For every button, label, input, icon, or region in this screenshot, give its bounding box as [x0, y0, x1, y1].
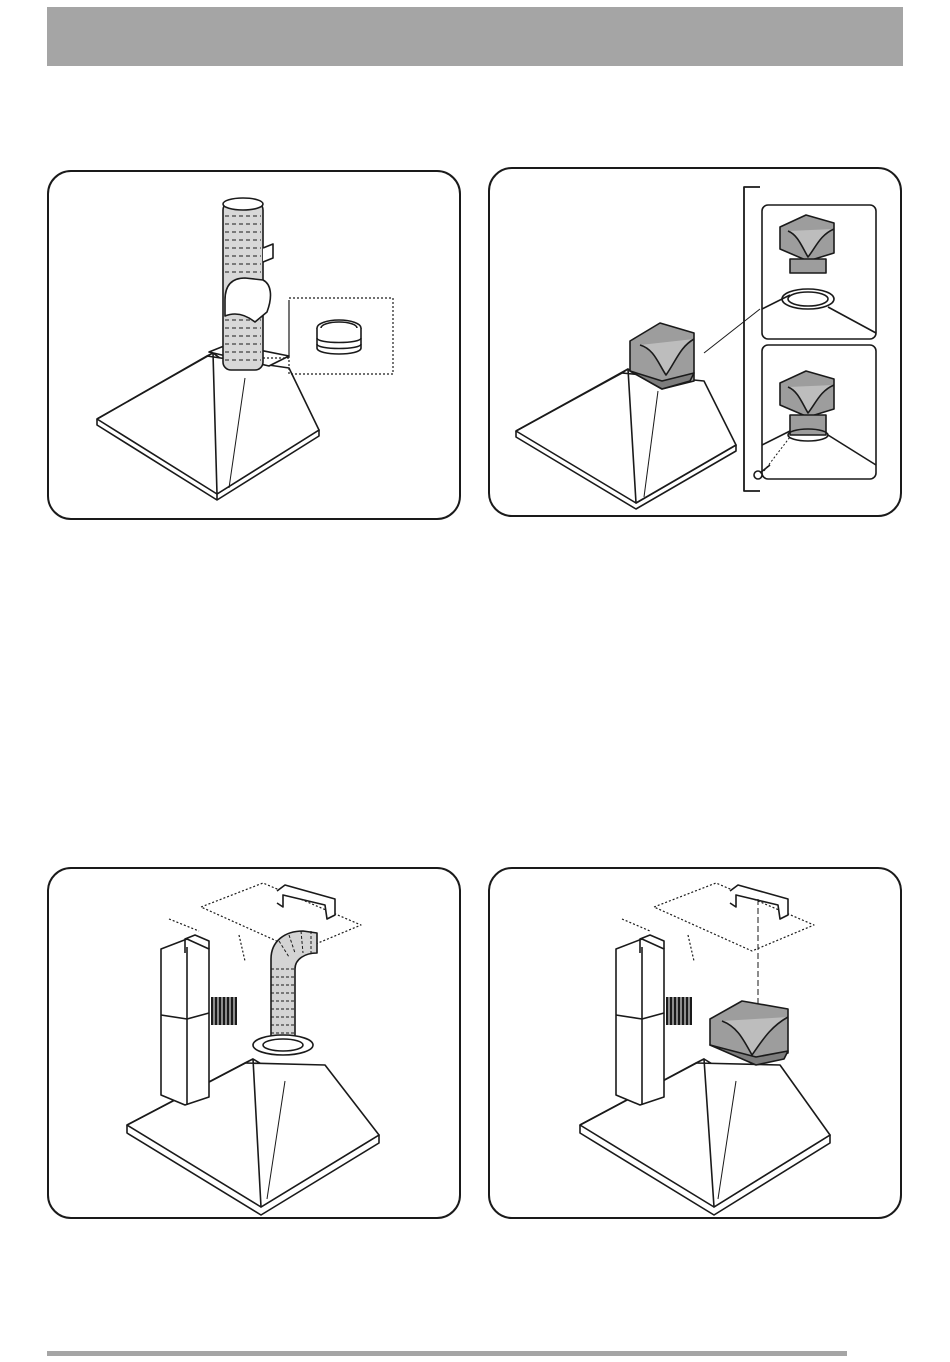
figure-deflector-installation: [488, 167, 902, 517]
air-deflector: [710, 1001, 788, 1065]
chimney-deflector-illustration: [490, 869, 902, 1219]
figure-duct-installation: [47, 170, 461, 520]
header-bar: [47, 7, 903, 66]
duct-installation-illustration: [49, 172, 461, 520]
footer-bar: [47, 1351, 847, 1356]
adapter-ring: [317, 320, 361, 354]
deflector-installation-illustration: [490, 169, 902, 517]
hood-body: [207, 353, 319, 494]
figure-chimney-deflector-assembly: [488, 867, 902, 1219]
flexible-duct: [271, 931, 317, 1043]
figure-chimney-duct-assembly: [47, 867, 461, 1219]
chimney-duct-illustration: [49, 869, 461, 1219]
wall-bracket: [263, 244, 273, 262]
